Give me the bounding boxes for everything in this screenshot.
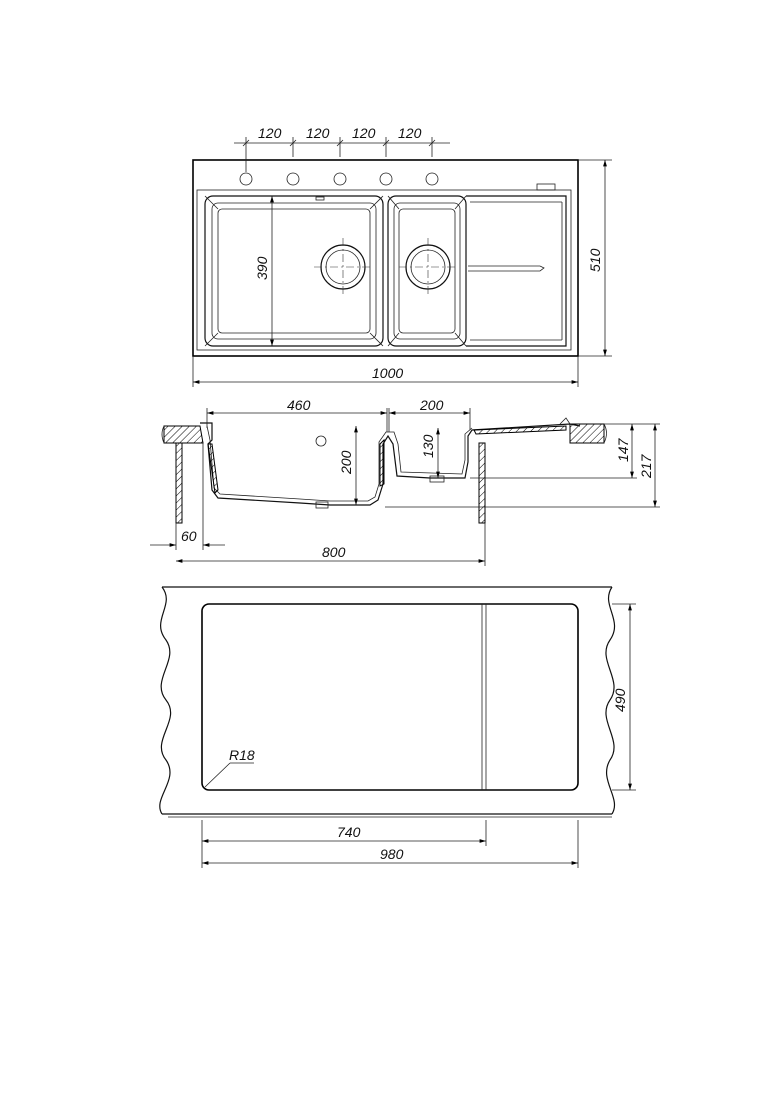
depth-217-label: 217 [638, 453, 654, 479]
small-bowl-depth-label: 130 [420, 434, 436, 458]
tap-spacing-4: 120 [398, 125, 422, 141]
cabinet-width-label: 800 [322, 544, 346, 560]
section-view: 460 200 200 130 147 217 [150, 397, 660, 566]
main-bowl-width-label: 460 [287, 397, 311, 413]
top-view: 120 120 120 120 390 510 1000 [192, 125, 612, 387]
width-740-label: 740 [337, 824, 361, 840]
depth-217-dimension: 217 [385, 424, 660, 508]
edge-offset-dimension: 60 [150, 443, 225, 550]
corner-radius-label: R18 [229, 747, 255, 763]
sink-profile [200, 422, 581, 506]
overall-width-dimension: 1000 [192, 356, 579, 387]
main-bowl-depth-dimension: 200 [338, 426, 358, 505]
tap-spacing-3: 120 [352, 125, 376, 141]
overall-depth-dimension: 510 [578, 159, 612, 357]
break-line-left [159, 586, 172, 815]
cutout-view: R18 490 740 980 [159, 586, 636, 868]
bowl-depth-dimension: 390 [254, 196, 274, 346]
worktop-right [569, 423, 605, 444]
tap-spacing-dimension: 120 120 120 120 [234, 125, 450, 172]
small-bowl-depth-dimension: 130 [420, 428, 440, 478]
depth-147-dimension: 147 [470, 423, 660, 479]
width-980-label: 980 [380, 846, 404, 862]
sink-outline [192, 159, 579, 357]
overflow-hole [315, 435, 327, 447]
bowl-depth-label: 390 [254, 256, 270, 280]
tap-spacing-2: 120 [306, 125, 330, 141]
width-740-dimension: 740 [201, 820, 487, 868]
sink-outline-inner [196, 189, 572, 351]
tap-holes [239, 172, 439, 186]
overall-width-label: 1000 [372, 365, 403, 381]
tap-spacing-1: 120 [258, 125, 282, 141]
cabinet-wall-right [478, 442, 486, 524]
main-bowl-depth-label: 200 [338, 450, 354, 475]
depth-147-label: 147 [615, 437, 631, 462]
cutout-depth-dimension: 490 [612, 603, 636, 791]
drainer-board [466, 183, 567, 347]
edge-offset-label: 60 [181, 528, 197, 544]
overall-depth-label: 510 [587, 248, 603, 272]
corner-radius-annotation: R18 [204, 747, 255, 788]
cutout-outline [201, 603, 579, 791]
break-line-right [605, 586, 616, 815]
worktop-left [163, 425, 204, 444]
cutout-depth-label: 490 [612, 688, 628, 712]
cabinet-width-dimension: 800 [176, 523, 486, 566]
cabinet-wall-left [175, 442, 183, 524]
main-bowl [204, 195, 384, 347]
main-bowl-width-dimension: 460 [206, 397, 388, 432]
small-bowl-width-label: 200 [419, 397, 444, 413]
small-bowl-width-dimension: 200 [388, 397, 471, 432]
small-bowl [387, 195, 467, 347]
width-980-dimension: 980 [202, 820, 579, 868]
